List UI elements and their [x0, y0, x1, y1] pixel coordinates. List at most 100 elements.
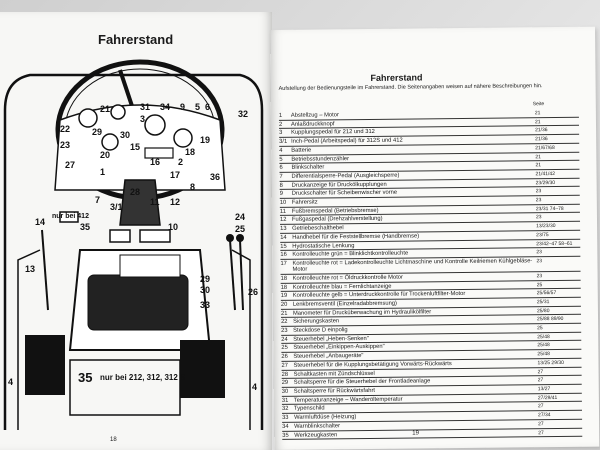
- item-number: 33: [282, 414, 289, 422]
- item-page: 21/36: [535, 136, 548, 143]
- callout-label: 3: [140, 114, 145, 124]
- item-page: 21/41/42: [535, 170, 556, 178]
- item-number: 25: [281, 345, 288, 352]
- callout-label: 35: [80, 222, 90, 232]
- gauge-icon: [78, 108, 98, 128]
- left-page: Fahrerstand: [0, 12, 272, 450]
- seite-column-header: Seite: [532, 101, 545, 108]
- item-page: 27/29/41: [537, 394, 558, 401]
- item-number: 13: [280, 225, 287, 233]
- item-number: 18: [280, 284, 288, 291]
- item-page: 21/36: [535, 127, 548, 134]
- control-lever: [239, 239, 244, 311]
- item-page: 25/48: [537, 351, 550, 358]
- right-page: Fahrerstand Aufstellung der Bedienungste…: [270, 26, 600, 450]
- item-number: 9: [279, 191, 283, 198]
- callout-label: 32: [238, 109, 248, 119]
- item-page: 25/31: [536, 299, 550, 306]
- left-page-number: 18: [110, 437, 117, 443]
- cab-left-post: [17, 249, 41, 430]
- item-number: 35: [282, 432, 289, 439]
- callout-label: 13: [25, 264, 35, 274]
- item-number: 21: [280, 310, 288, 317]
- callout-label: 34: [160, 102, 170, 112]
- item-page: 25/56/57: [536, 290, 557, 297]
- item-number: 19: [280, 293, 288, 300]
- callout-label: 27: [65, 160, 75, 170]
- battery-box-left: [25, 335, 65, 395]
- hour-meter: [144, 147, 174, 159]
- item-number: 17: [280, 260, 287, 267]
- item-page: 21: [535, 153, 541, 160]
- pedal: [59, 211, 79, 223]
- item-page: 21: [535, 162, 542, 169]
- gauge-icon: [101, 133, 119, 151]
- callout-label: 15: [130, 142, 140, 152]
- callout-label: 11: [150, 197, 160, 207]
- note-412: nur bei 412: [52, 213, 89, 220]
- item-page: 27/34: [538, 412, 551, 419]
- callout-label: 8: [190, 182, 195, 192]
- item-number: 12: [279, 217, 287, 224]
- item-page: 25/48: [537, 333, 550, 340]
- callout-label: 20: [100, 150, 110, 160]
- item-number: 24: [281, 336, 288, 343]
- item-number: 31: [281, 397, 289, 404]
- item-number: 8: [279, 182, 283, 189]
- item-page: 23: [535, 188, 542, 195]
- item-page: 27: [537, 368, 544, 375]
- item-page: 27: [537, 403, 544, 410]
- handbrake-lever: [41, 229, 49, 311]
- cab-frame: [3, 73, 264, 430]
- item-page: 25/88 89/90: [537, 316, 564, 323]
- item-page: 25: [537, 325, 543, 332]
- gauge-icon: [144, 114, 166, 136]
- item-page: 23: [536, 258, 543, 265]
- item-number: 3/1: [279, 138, 288, 146]
- callout-label: 31: [140, 102, 150, 112]
- item-page: 23: [535, 214, 542, 221]
- item-page: 13/23/30: [536, 223, 556, 230]
- item-number: 26: [281, 354, 288, 361]
- item-number: 22: [281, 319, 288, 326]
- item-number: 15: [280, 243, 287, 250]
- callout-label: 9: [180, 102, 185, 112]
- callout-label: 21: [100, 104, 110, 114]
- callout-label: 17: [170, 170, 180, 180]
- gauge-icon: [173, 128, 193, 148]
- callout-label: 35: [78, 370, 92, 385]
- item-number: 16: [280, 252, 287, 259]
- callout-label: 6: [205, 102, 210, 112]
- driver-seat: [87, 274, 189, 331]
- callout-label: 29: [92, 127, 102, 137]
- item-number: 34: [282, 423, 289, 430]
- callout-label: 23: [60, 140, 70, 150]
- callout-label: 2: [178, 157, 183, 167]
- item-page: 27: [538, 429, 544, 436]
- callout-label: 36: [210, 172, 220, 182]
- callout-label: 4: [8, 377, 13, 387]
- item-page: 21: [534, 118, 541, 125]
- pedal: [139, 229, 171, 243]
- callout-label: 33: [200, 300, 210, 310]
- item-number: 23: [281, 327, 288, 334]
- callout-label: 10: [168, 222, 178, 232]
- lever-knob-icon: [236, 234, 244, 242]
- item-number: 11: [279, 208, 286, 215]
- left-page-title: Fahrerstand: [98, 32, 174, 47]
- item-page: 21/67/68: [535, 144, 555, 152]
- item-page: 23/29/30: [535, 179, 556, 186]
- toolbox-note-box: [69, 359, 181, 416]
- item-number: 2: [278, 121, 283, 128]
- callout-label: 4: [252, 382, 257, 392]
- open-booklet: Fahrerstand: [0, 12, 600, 450]
- item-page: 25: [536, 281, 543, 288]
- item-number: 20: [280, 301, 288, 308]
- control-lever: [229, 239, 236, 311]
- callout-label: 18: [185, 147, 195, 157]
- item-page: 23: [535, 197, 542, 204]
- item-page: 25/80: [536, 307, 550, 314]
- callout-label: 19: [200, 135, 210, 145]
